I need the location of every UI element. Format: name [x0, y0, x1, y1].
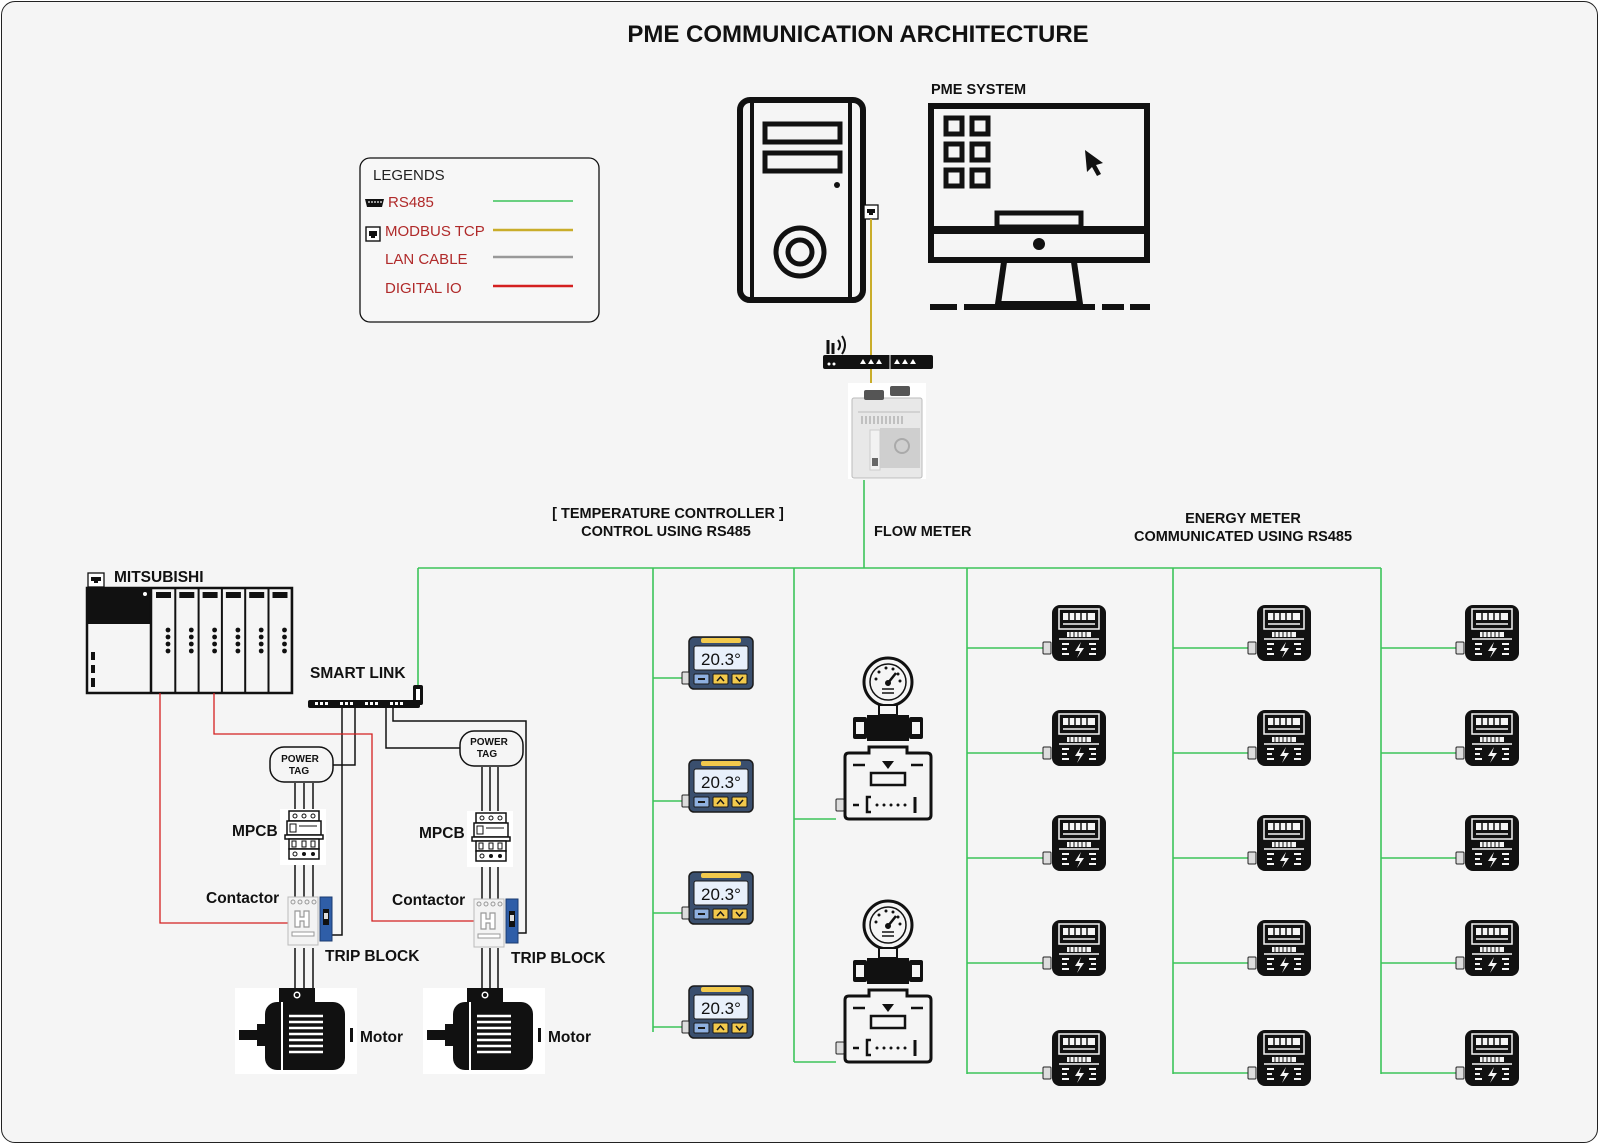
energy-meter-icon: [1247, 1029, 1312, 1087]
contactor-label: Contactor: [206, 890, 279, 907]
flow-meter-section-label: FLOW METER: [874, 524, 972, 540]
ethernet-port-icon: [87, 572, 105, 588]
temperature-section-label-line2: CONTROL USING RS485: [581, 524, 751, 540]
svg-text:TAG: TAG: [477, 749, 498, 760]
pme-system-label: PME SYSTEM: [931, 82, 1026, 98]
legend-label-digital-io: DIGITAL IO: [385, 280, 462, 297]
energy-meter-icon: [1455, 604, 1520, 662]
motor-label: Motor: [360, 1029, 403, 1046]
smart-link-device: [308, 685, 423, 708]
trip-block-label: TRIP BLOCK: [325, 948, 420, 965]
digital-io-wiring: [159, 693, 475, 924]
contactor-icon: [287, 896, 333, 946]
contactor-icon: [473, 898, 519, 948]
temperature-controller: 20.3°: [681, 985, 754, 1039]
flow-meter-icon: [834, 899, 933, 1064]
energy-meter-icon: [1455, 709, 1520, 767]
pc-tower-icon: [737, 97, 866, 303]
motor-icon: [421, 986, 547, 1076]
power-tag: POWER TAG: [269, 746, 334, 783]
temperature-reading: 20.3°: [701, 999, 741, 1018]
motor-icon: [233, 986, 359, 1076]
energy-section-label-line2: COMMUNICATED USING RS485: [1134, 529, 1352, 545]
power-tag: POWER TAG: [459, 730, 524, 767]
energy-meter-icon: [1247, 604, 1312, 662]
legend-label-lan-cable: LAN CABLE: [385, 251, 468, 268]
flow-meter-icon: [834, 656, 933, 821]
flow-meters: [834, 656, 933, 1064]
energy-meter-icon: [1455, 919, 1520, 977]
control-wiring: [330, 708, 527, 936]
mpcb-label: MPCB: [232, 823, 278, 840]
energy-meter-icon: [1042, 1029, 1107, 1087]
rs485-drops: [653, 647, 1456, 1074]
trip-block-label: TRIP BLOCK: [511, 950, 606, 967]
energy-meter-icon: [1247, 709, 1312, 767]
svg-text:POWER: POWER: [470, 737, 509, 748]
temperature-controller: 20.3°: [681, 636, 754, 690]
gateway-device: [848, 383, 926, 479]
rs485-bus: [417, 480, 1382, 1074]
plc-io-card: [156, 588, 177, 693]
temperature-reading: 20.3°: [701, 773, 741, 792]
plc-label: MITSUBISHI: [114, 569, 204, 586]
ethernet-port-icon: [863, 204, 879, 220]
energy-section-label-line1: ENERGY METER: [1185, 511, 1301, 527]
motor-branch: POWER TAG MPCB Contactor TRIP BLOCK Moto…: [206, 746, 420, 1076]
contactor-label: Contactor: [392, 892, 465, 909]
energy-meter-icon: [1042, 709, 1107, 767]
smart-link-label: SMART LINK: [310, 665, 406, 682]
serial-port-icon: [365, 199, 384, 207]
network-switch-icon: [823, 335, 933, 369]
mpcb-icon: [466, 810, 514, 868]
energy-meter-icon: [1247, 814, 1312, 872]
mpcb-label: MPCB: [419, 825, 465, 842]
legend-label-modbus-tcp: MODBUS TCP: [385, 223, 485, 240]
energy-meter-icon: [1042, 919, 1107, 977]
temperature-controller: 20.3°: [681, 759, 754, 813]
temperature-reading: 20.3°: [701, 650, 741, 669]
legend-label-rs485: RS485: [388, 194, 434, 211]
temperature-controller: 20.3°: [681, 871, 754, 925]
legend-heading: LEGENDS: [373, 167, 445, 184]
motor-label: Motor: [548, 1029, 591, 1046]
plc-io-card: [225, 588, 247, 693]
svg-text:POWER: POWER: [281, 754, 320, 765]
plc-io-card: [179, 588, 200, 693]
monitor-icon: [928, 103, 1150, 310]
ethernet-port-icon: [365, 226, 381, 242]
energy-meter-icon: [1042, 814, 1107, 872]
energy-meters: [1042, 604, 1520, 1087]
temperature-controllers: 20.3° 20.3° 20.3° 20.3°: [681, 636, 754, 1039]
plc-io-card: [272, 588, 293, 693]
energy-meter-icon: [1247, 919, 1312, 977]
energy-meter-icon: [1042, 604, 1107, 662]
energy-meter-icon: [1455, 814, 1520, 872]
legend-box: LEGENDS RS485 MODBUS TCP LAN CABLE DIGIT…: [359, 157, 600, 323]
plc-io-card: [249, 588, 270, 693]
temperature-reading: 20.3°: [701, 885, 741, 904]
temperature-section-label-line1: [ TEMPERATURE CONTROLLER ]: [552, 506, 784, 522]
plc-io-card: [202, 588, 223, 693]
motor-branch: POWER TAG MPCB Contactor TRIP BLOCK Moto…: [392, 730, 606, 1076]
mpcb-icon: [279, 808, 327, 866]
svg-text:TAG: TAG: [289, 766, 310, 777]
energy-meter-icon: [1455, 1029, 1520, 1087]
plc-rack-icon: [85, 586, 294, 695]
diagram-title: PME COMMUNICATION ARCHITECTURE: [627, 21, 1088, 48]
